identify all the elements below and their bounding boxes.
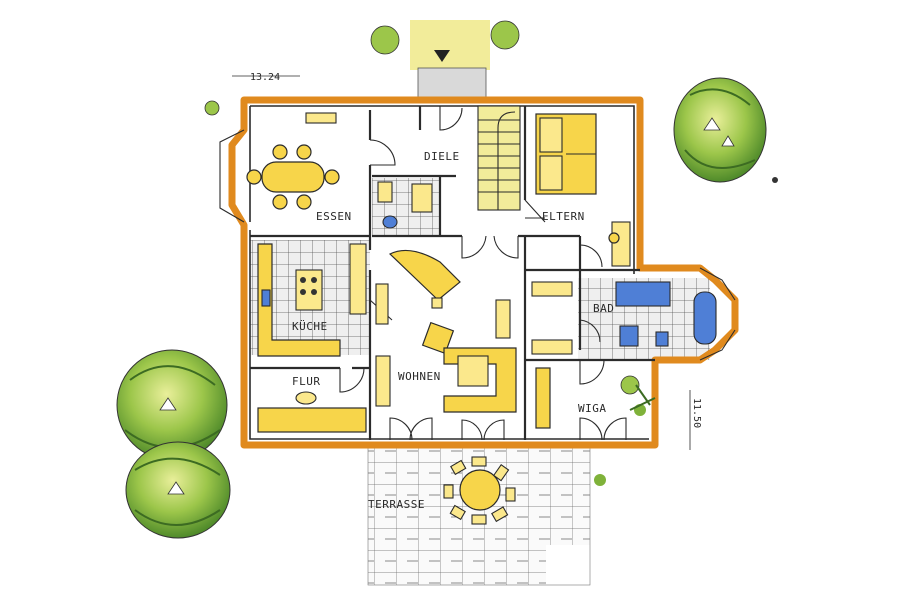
kitchen-counters (257, 243, 367, 357)
room-label-eltern: ELTERN (542, 210, 585, 223)
living-furniture (375, 249, 517, 413)
room-label-essen: ESSEN (316, 210, 352, 223)
room-label-diele: DIELE (424, 150, 460, 163)
terrace (367, 444, 591, 586)
bedroom-furniture (535, 113, 631, 267)
room-label-terrasse: TERRASSE (368, 498, 425, 511)
flur-cabinets (257, 391, 367, 433)
tree-left-lower (125, 441, 231, 539)
room-label-wohnen: WOHNEN (398, 370, 441, 383)
wc-fixtures (377, 181, 433, 229)
tree-top-right (673, 77, 767, 183)
entrance-path (410, 20, 490, 101)
dimension-width: 13.24 (232, 72, 300, 83)
room-label-kueche: KÜCHE (292, 320, 328, 333)
dimension-depth: 11.50 (689, 390, 702, 450)
dining-set (246, 112, 340, 210)
room-label-bad: BAD (593, 302, 614, 315)
interior-walls (250, 106, 655, 440)
tree-left-upper (116, 349, 228, 461)
svg-text:13.24: 13.24 (250, 72, 280, 83)
staircase (477, 105, 521, 211)
svg-text:11.50: 11.50 (691, 398, 702, 428)
door-swings (339, 106, 627, 441)
down-triangle-icon (434, 50, 450, 62)
room-label-wiga: WIGA (578, 402, 607, 415)
wiga-furniture (535, 367, 656, 429)
room-label-flur: FLUR (292, 375, 321, 388)
bath-fixtures (531, 281, 717, 355)
